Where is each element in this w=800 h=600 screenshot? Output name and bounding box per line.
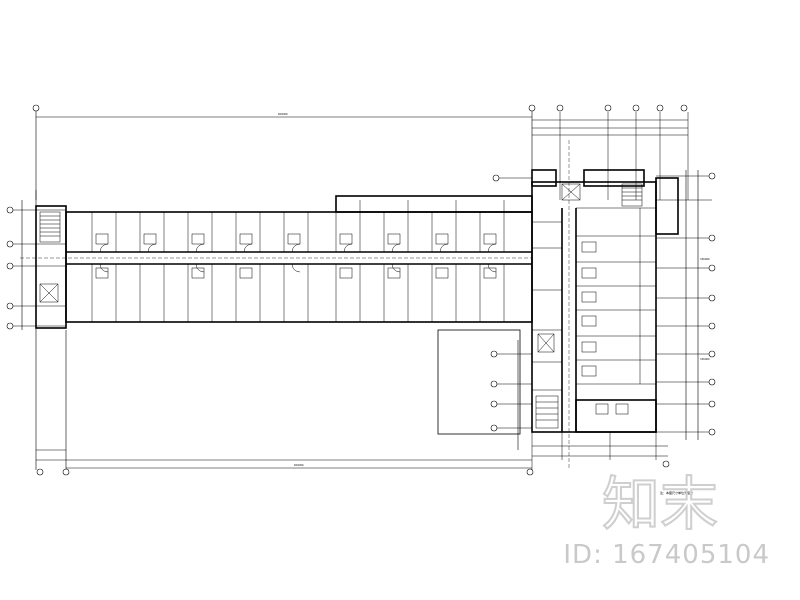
right-wing-top-dimensions — [532, 104, 689, 200]
top-dimension: 60000 — [32, 104, 536, 200]
zhimo-logo-watermark: 知末 — [602, 469, 719, 539]
main-wing — [20, 195, 533, 323]
right-axis-markers: 18400 18400 — [656, 170, 716, 440]
zhimo-logo-text: 知末 — [602, 470, 718, 538]
left-axis-markers — [6, 190, 67, 470]
right-wing — [531, 140, 679, 470]
left-stair-block — [35, 205, 67, 329]
id-value: 167405104 — [612, 540, 770, 570]
top-overall-dim: 60000 — [278, 112, 288, 116]
mid-axis-markers — [490, 174, 532, 450]
right-dim-bottom: 18400 — [700, 357, 710, 361]
id-watermark: ID: 167405104 — [563, 540, 770, 570]
id-label: ID: — [563, 540, 603, 570]
right-wing-bottom-dimensions — [526, 432, 670, 476]
courtyard-outline — [437, 329, 521, 435]
right-dim-top: 18400 — [700, 257, 710, 261]
bottom-overall-dim: 60000 — [294, 463, 304, 467]
bottom-dimension: 60000 — [36, 449, 532, 476]
legend-note: 注：本图尺寸单位为毫米 — [660, 490, 693, 495]
